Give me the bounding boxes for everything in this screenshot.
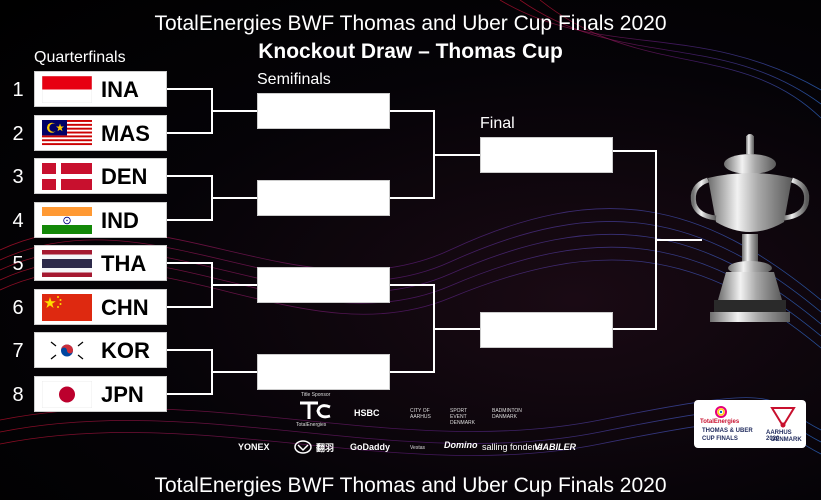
denmark-flag-icon bbox=[42, 163, 92, 190]
team-box-den: DEN bbox=[34, 158, 167, 194]
round-label-final: Final bbox=[480, 115, 515, 132]
team-box-ina: INA bbox=[34, 71, 167, 107]
sport-event-denmark-logo: SPORT EVENT DENMARK bbox=[450, 408, 476, 426]
semifinal-slot-4 bbox=[257, 354, 390, 390]
seed-number: 1 bbox=[12, 79, 24, 101]
india-flag-icon bbox=[42, 207, 92, 234]
city-of-aarhus-logo: CITY OF AARHUS bbox=[410, 408, 431, 420]
vestas-logo: Vestas bbox=[410, 445, 426, 451]
team-box-mas: MAS bbox=[34, 115, 167, 151]
japan-flag-icon bbox=[42, 381, 92, 408]
thailand-flag-icon bbox=[42, 250, 92, 277]
godaddy-logo: GoDaddy bbox=[350, 442, 391, 452]
team-code: JPN bbox=[101, 382, 144, 407]
host-line-4: DENMARK bbox=[771, 437, 802, 443]
team-code: KOR bbox=[101, 338, 150, 363]
round-label-semifinals: Semifinals bbox=[257, 71, 331, 88]
seed-number: 3 bbox=[12, 166, 24, 188]
seed-number: 2 bbox=[12, 123, 24, 145]
footer-title: TotalEnergies BWF Thomas and Uber Cup Fi… bbox=[154, 474, 667, 497]
team-box-chn: CHN bbox=[34, 289, 167, 325]
korea-flag-icon bbox=[42, 337, 92, 364]
chinese-sponsor-logo: 翻羽 bbox=[316, 443, 335, 453]
seed-number: 5 bbox=[12, 253, 24, 275]
totalenergies-te-icon bbox=[300, 401, 331, 419]
team-box-kor: KOR bbox=[34, 332, 167, 368]
seed-number: 8 bbox=[12, 384, 24, 406]
event-host-logo: TotalEnergies THOMAS & UBER CUP FINALS A… bbox=[694, 400, 806, 448]
page-subtitle: Knockout Draw – Thomas Cup bbox=[258, 40, 563, 63]
hsbc-logo: HSBC bbox=[354, 408, 380, 418]
shuttlecock-icon bbox=[770, 407, 796, 428]
title-sponsor-name: TotalEnergies bbox=[296, 422, 327, 428]
semifinal-slot-3 bbox=[257, 267, 390, 303]
indonesia-flag-icon bbox=[42, 76, 92, 103]
round-label-quarterfinals: Quarterfinals bbox=[34, 49, 126, 66]
team-code: MAS bbox=[101, 121, 150, 146]
yonex-logo: YONEX bbox=[238, 442, 270, 452]
victor-logo-icon bbox=[294, 440, 312, 454]
semifinal-slot-1 bbox=[257, 93, 390, 129]
seed-number: 6 bbox=[12, 297, 24, 319]
final-slot-1 bbox=[480, 137, 613, 173]
host-line-3: AARHUS 2020 bbox=[766, 430, 792, 442]
team-box-tha: THA bbox=[34, 245, 167, 281]
viabiler-logo: VIABILER bbox=[534, 442, 577, 452]
salling-fondene-logo: salling fondene bbox=[482, 442, 543, 452]
final-slot-2 bbox=[480, 312, 613, 348]
badminton-danmark-logo: BADMINTON DANMARK bbox=[492, 408, 522, 420]
totalenergies-swirl-icon bbox=[715, 406, 727, 418]
page-title: TotalEnergies BWF Thomas and Uber Cup Fi… bbox=[154, 12, 667, 35]
domino-logo: Domino bbox=[444, 440, 478, 450]
host-brand: TotalEnergies bbox=[700, 419, 740, 425]
malaysia-flag-icon bbox=[42, 120, 92, 147]
seed-number: 4 bbox=[12, 210, 24, 232]
team-code: INA bbox=[101, 77, 139, 102]
team-code: THA bbox=[101, 251, 147, 276]
host-line-2: CUP FINALS bbox=[702, 436, 738, 442]
team-code: CHN bbox=[101, 295, 149, 320]
team-code: DEN bbox=[101, 164, 148, 189]
thomas-cup-trophy-icon bbox=[690, 134, 810, 322]
team-box-jpn: JPN bbox=[34, 376, 167, 412]
semifinal-slot-2 bbox=[257, 180, 390, 216]
title-sponsor-caption: Title Sponsor bbox=[301, 392, 331, 398]
team-code: IND bbox=[101, 208, 139, 233]
china-flag-icon bbox=[42, 294, 92, 321]
team-box-ind: IND bbox=[34, 202, 167, 238]
seed-number: 7 bbox=[12, 340, 24, 362]
host-line-1: THOMAS & UBER bbox=[702, 428, 753, 434]
